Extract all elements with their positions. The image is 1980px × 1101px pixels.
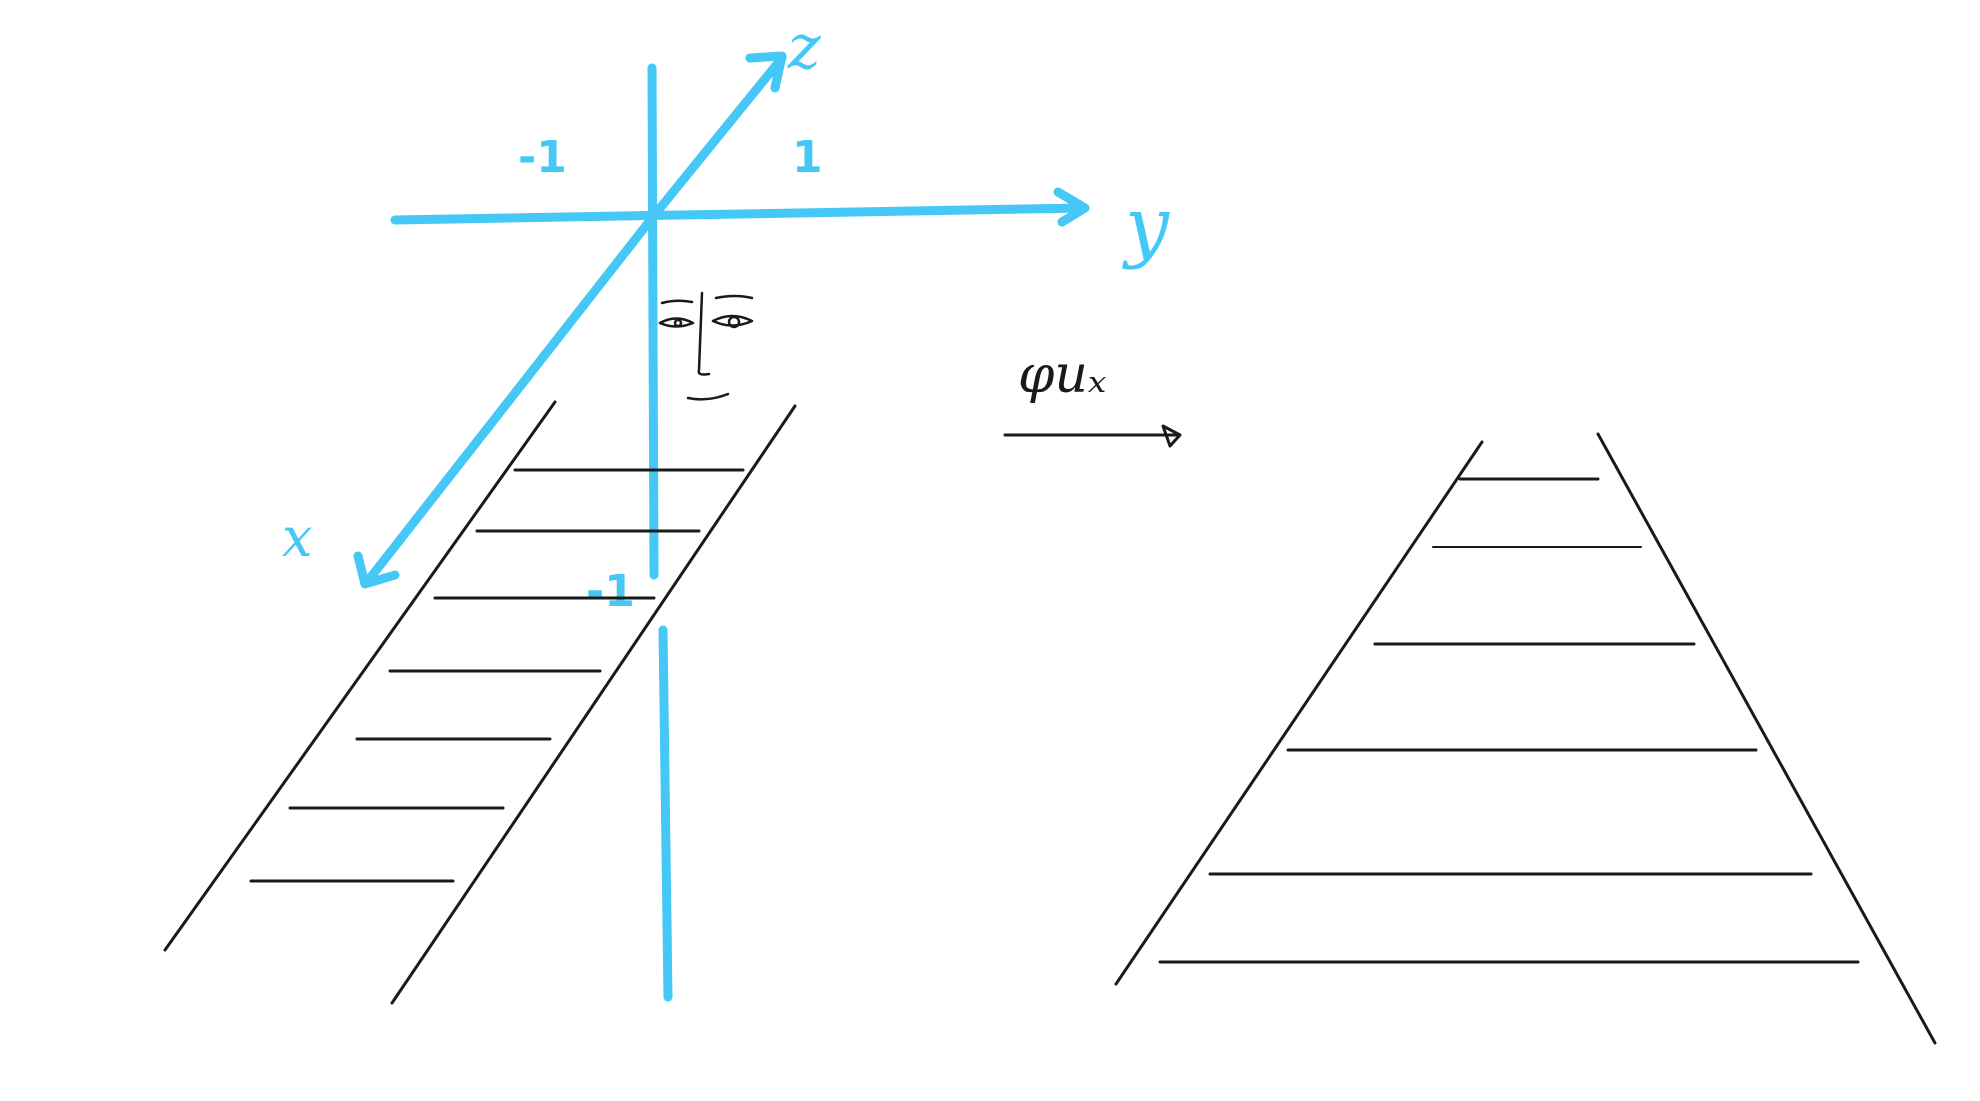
y-axis-arrowhead <box>1053 187 1090 227</box>
ladder-front <box>1114 432 1937 1045</box>
arrow-right-icon <box>1003 424 1182 448</box>
axes-group <box>353 51 1090 1002</box>
map-label: φuₓ <box>1018 345 1106 405</box>
map-arrow-group: φuₓ <box>1003 345 1182 448</box>
ladder-right-rail <box>390 404 797 1005</box>
z-axis-arrowhead <box>745 51 787 93</box>
ladder-left-rail <box>163 400 557 952</box>
ladder-right-rail <box>1596 432 1937 1045</box>
x-axis-arrowhead <box>353 551 400 589</box>
x-axis-label: x <box>282 506 312 569</box>
tick-negative-z: -1 <box>586 566 635 617</box>
z-axis <box>647 53 787 223</box>
face-icon <box>658 291 754 401</box>
ladder-left-rail <box>1114 440 1484 986</box>
tick-negative-y: -1 <box>518 132 567 183</box>
tick-positive-y: 1 <box>792 132 823 183</box>
vertical-axis-lower <box>658 625 673 1002</box>
y-axis <box>390 203 1087 225</box>
y-axis-label: y <box>1122 181 1170 271</box>
ladder-perspective <box>163 400 797 1005</box>
x-axis <box>362 213 657 587</box>
vertical-axis-upper <box>647 63 659 580</box>
z-axis-label: z <box>787 10 821 83</box>
